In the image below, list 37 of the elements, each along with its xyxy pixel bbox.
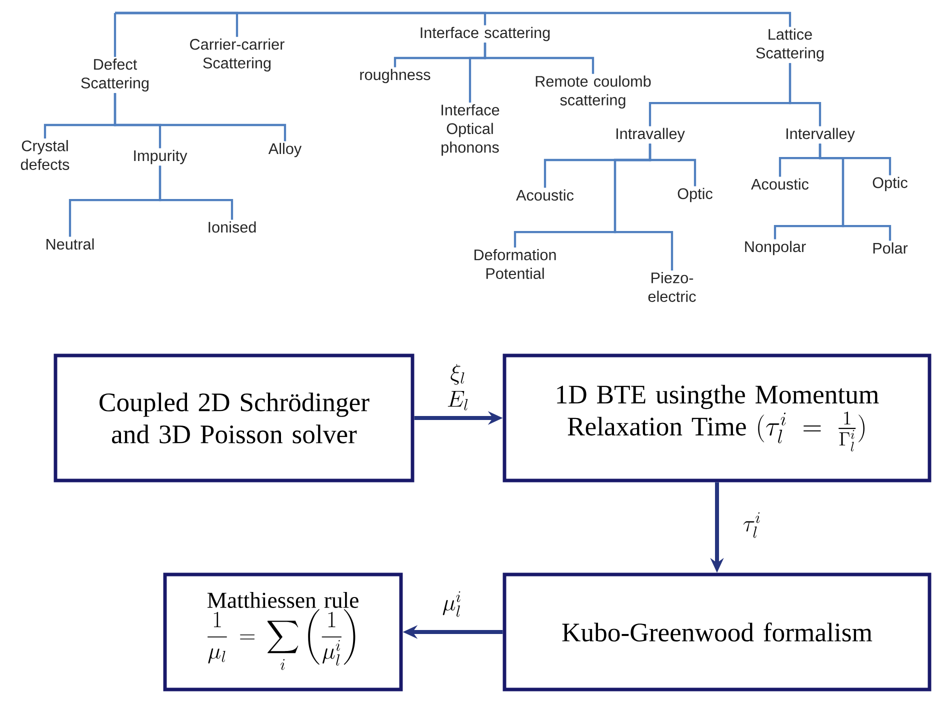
tree-label: Polar <box>873 242 908 254</box>
tree-line <box>115 12 792 27</box>
tree-label: Intravalley <box>616 128 685 142</box>
tree-label: Impurity <box>134 150 188 164</box>
tree-line <box>484 42 594 74</box>
tree-label: Defect Scattering <box>81 58 149 92</box>
tree-label: Acoustic <box>751 178 809 190</box>
tree-line <box>114 93 286 142</box>
tree-label: Interface Optical phonons <box>442 104 500 156</box>
process-box: Coupled 2D Schrödinger and 3D Poisson solver <box>54 354 414 482</box>
tree-label: Acoustic <box>516 189 574 201</box>
process-box: 1D BTE usingthe Momentum Relaxation Time $(\tau_l^i = \frac{1}{\Gamma_l^i})$ <box>502 354 932 482</box>
tree-label: Remote coulomb scattering <box>536 76 651 108</box>
tree-line <box>788 63 822 126</box>
tree-label: roughness <box>360 68 430 84</box>
tree-label: Neutral <box>46 238 94 250</box>
tree-label: Deformation Potential <box>474 249 556 279</box>
tree-line <box>158 166 234 220</box>
edge-label: $\begin{array}{c}\xi_l\\ E_l\end{array}$ <box>438 360 478 416</box>
tree-line <box>614 144 674 270</box>
tree-label: Interface scattering <box>420 26 550 42</box>
edge-label: $\tau_l^i$ <box>741 511 763 539</box>
tree-label: Optic <box>678 188 712 202</box>
tree-label: Nonpolar <box>745 240 806 256</box>
edge-label: $\mu_l^i$ <box>440 590 464 618</box>
process-box: Kubo-Greenwood formalism <box>502 572 932 692</box>
tree-label: Alloy <box>268 142 302 158</box>
tree-label: Piezo-electric <box>648 272 696 302</box>
tree-line <box>818 144 892 241</box>
tree-label: Ionised <box>208 221 256 233</box>
tree-line <box>114 13 116 57</box>
tree-label: Carrier-carrier Scattering <box>190 38 284 72</box>
tree-label: Lattice Scattering <box>756 28 824 62</box>
tree-label: Crystal defects <box>20 140 70 170</box>
tree-label: Intervalley <box>786 128 855 142</box>
tree-label: Optic <box>872 176 908 192</box>
process-box: Matthiessen rule $\frac{1}{\mu_l} = \sum_i \left(\frac{1}{\mu_l^i}\right)$ <box>163 572 403 692</box>
